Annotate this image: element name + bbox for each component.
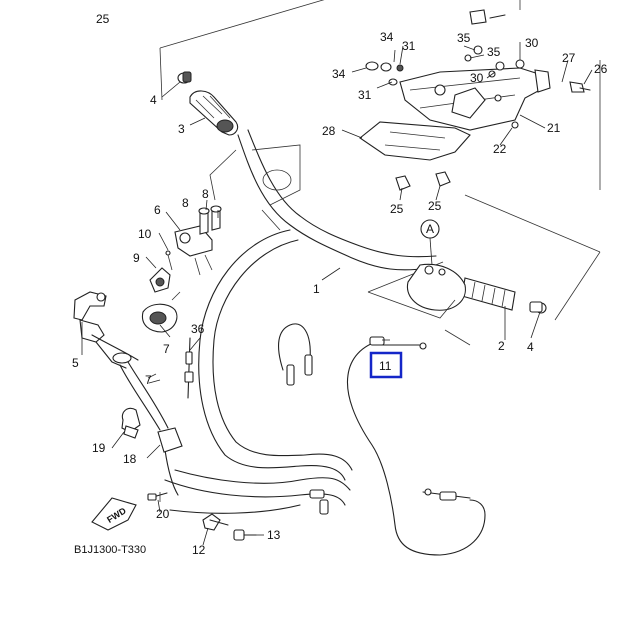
callout-18: 18 xyxy=(123,452,137,466)
cable-loop xyxy=(198,229,353,481)
callout-28: 28 xyxy=(322,124,336,138)
callout-26: 26 xyxy=(594,62,608,76)
leader-lines xyxy=(81,42,593,546)
clutch-cable-11 xyxy=(346,336,486,556)
callout-25-top: 25 xyxy=(96,12,110,26)
top-right-fragment xyxy=(469,9,506,25)
callout-4-left: 4 xyxy=(150,93,157,107)
reference-frame-lines xyxy=(159,0,601,346)
callout-1: 1 xyxy=(313,282,320,296)
callout-35-top: 35 xyxy=(457,31,471,45)
callout-25-right: 25 xyxy=(428,199,442,213)
bracket-12 xyxy=(202,513,229,531)
callout-labels: 25 4 3 8 8 6 10 9 1 5 7 7 36 19 18 20 12… xyxy=(72,12,608,557)
lever-5 xyxy=(73,291,139,369)
callout-30-top: 30 xyxy=(525,36,539,50)
view-marker-a: A xyxy=(420,219,440,239)
callout-19: 19 xyxy=(92,441,106,455)
callout-9: 9 xyxy=(133,251,140,265)
holder-clamp-6 xyxy=(174,205,222,276)
bolt-20 xyxy=(147,492,168,502)
callout-7-upper: 7 xyxy=(163,342,170,356)
callout-8-lower: 8 xyxy=(182,196,189,210)
callout-3: 3 xyxy=(178,122,185,136)
fwd-arrow: FWD xyxy=(91,497,137,531)
callout-35-lower: 35 xyxy=(487,45,501,59)
switch-assembly-21 xyxy=(399,67,591,131)
callout-2: 2 xyxy=(498,339,505,353)
callout-7-lower: 7 xyxy=(145,373,152,387)
callout-34-top: 34 xyxy=(380,30,394,44)
callout-20: 20 xyxy=(156,507,170,521)
callout-31-top: 31 xyxy=(402,39,416,53)
throttle-cables xyxy=(164,323,351,515)
callout-10: 10 xyxy=(138,227,152,241)
callout-4-right: 4 xyxy=(527,340,534,354)
small-hardware-30-31-34-35 xyxy=(365,45,525,86)
callout-13: 13 xyxy=(267,528,281,542)
grommets-25 xyxy=(395,171,451,191)
callout-5: 5 xyxy=(72,356,79,370)
left-grip-assembly xyxy=(177,71,239,136)
callout-31-lower: 31 xyxy=(358,88,372,102)
callout-11: 11 xyxy=(379,359,392,373)
lever-holder xyxy=(141,250,181,333)
cover-28 xyxy=(359,121,471,161)
right-grip-assembly xyxy=(367,263,547,319)
left-cable-run xyxy=(119,361,183,496)
highlighted-callout-11[interactable]: 11 xyxy=(369,351,403,379)
callout-21: 21 xyxy=(547,121,561,135)
callout-22: 22 xyxy=(493,142,507,156)
highlight-box xyxy=(369,351,403,379)
callout-12: 12 xyxy=(192,543,206,557)
callout-27: 27 xyxy=(562,51,576,65)
callout-8-upper: 8 xyxy=(202,187,209,201)
callout-30-lower: 30 xyxy=(470,71,484,85)
callout-25-left: 25 xyxy=(390,202,404,216)
diagram-code: B1J1300-T330 xyxy=(74,544,146,556)
callout-6: 6 xyxy=(154,203,161,217)
screw-13 xyxy=(233,529,257,541)
view-marker-label: A xyxy=(426,222,434,236)
callout-34-left: 34 xyxy=(332,67,346,81)
connector-36 xyxy=(184,337,194,399)
callout-36: 36 xyxy=(191,322,205,336)
handlebar-1 xyxy=(209,129,437,271)
